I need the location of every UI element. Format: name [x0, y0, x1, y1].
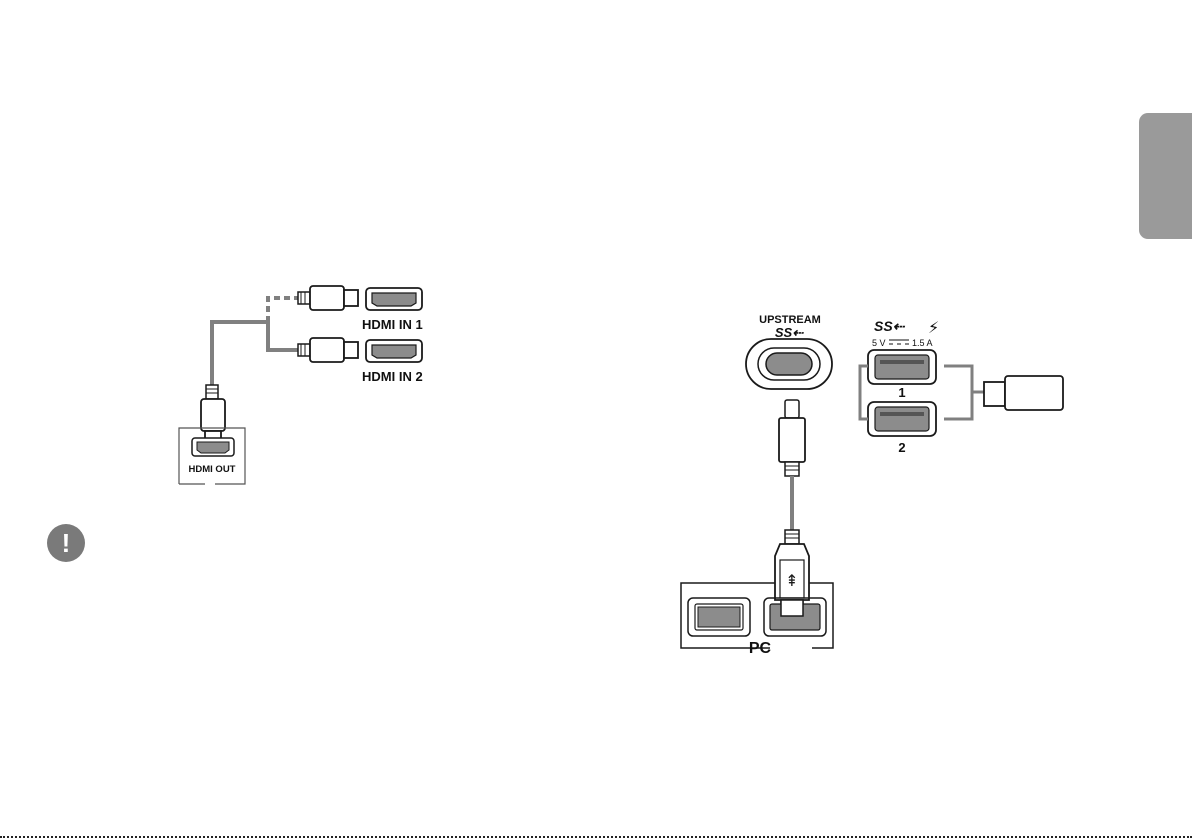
- caution-icon: !: [47, 524, 85, 562]
- usb-c-cable-plug: [779, 400, 805, 476]
- hdmi-in2-label: HDMI IN 2: [362, 369, 423, 384]
- hdmi-in2-port: [366, 340, 422, 362]
- superspeed-usb-downstream-logo-icon: SS⇠: [874, 318, 906, 334]
- downstream-usb-port-1: [868, 350, 936, 384]
- usb-connection-diagram: UPSTREAM SS⇠ ⇞ PC: [681, 314, 1063, 657]
- superspeed-usb-logo-icon: SS⇠: [775, 325, 804, 340]
- hdmi-cable-main: [212, 322, 268, 385]
- usb-flash-drive: [984, 376, 1063, 410]
- hdmi-out-label: HDMI OUT: [189, 464, 236, 475]
- hdmi-plug-in1: [298, 286, 358, 310]
- hdmi-connection-diagram: HDMI IN 1 HDMI IN 2 HDMI OUT: [179, 286, 423, 484]
- downstream-ports-bracket-left: [860, 366, 868, 419]
- dc-symbol-icon: [889, 340, 909, 344]
- pc-usb-port-2: [764, 598, 826, 636]
- pc-label: PC: [749, 640, 772, 657]
- rating-current: 1.5 A: [912, 338, 933, 348]
- downstream-port-2-label: 2: [898, 440, 905, 455]
- hdmi-out-port: [192, 438, 234, 456]
- pc-usb-port-1: [688, 598, 750, 636]
- usb-c-upstream-port: [746, 339, 832, 389]
- downstream-usb-port-2: [868, 402, 936, 436]
- page-bottom-rule: [0, 836, 1192, 838]
- hdmi-cable-to-in2: [268, 322, 298, 350]
- hdmi-plug-in2: [298, 338, 358, 362]
- downstream-ports-bracket-right: [944, 366, 984, 419]
- hdmi-cable-to-in1-optional: [268, 298, 298, 322]
- hdmi-in1-port: [366, 288, 422, 310]
- rating-voltage: 5 V: [872, 338, 886, 348]
- usb-trident-icon: ⇞: [785, 571, 798, 590]
- downstream-port-1-label: 1: [898, 385, 905, 400]
- caution-icon-symbol: !: [62, 528, 71, 558]
- charging-bolt-icon: ⚡: [928, 318, 939, 337]
- hdmi-in1-label: HDMI IN 1: [362, 317, 423, 332]
